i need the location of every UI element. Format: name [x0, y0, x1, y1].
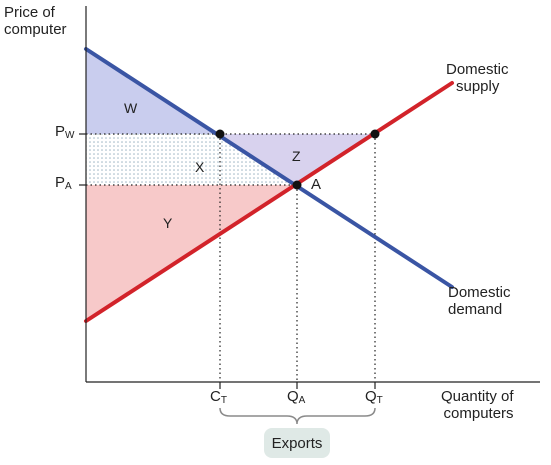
area-z-label: Z — [292, 148, 301, 164]
qa-tick-label: QA — [287, 388, 306, 406]
domestic-demand-label: Domestic demand — [448, 284, 511, 318]
area-x-label: X — [195, 159, 205, 175]
area-y-label: Y — [163, 215, 173, 231]
equilibrium-point — [292, 180, 302, 190]
pa-tick-label: PA — [55, 174, 72, 192]
exports-brace — [219, 407, 376, 425]
area-w-label: W — [124, 100, 138, 116]
pw-tick-label: PW — [55, 123, 75, 141]
demand-at-world-price-point — [215, 129, 225, 139]
domestic-supply-curve — [84, 81, 454, 323]
y-axis-label: Price of computer — [4, 4, 67, 38]
equilibrium-label: A — [311, 176, 322, 193]
domestic-demand-curve — [84, 47, 454, 289]
qt-tick-label: QT — [365, 388, 383, 406]
exports-label: Exports — [264, 428, 330, 458]
supply-at-world-price-point — [370, 129, 380, 139]
domestic-supply-label: Domestic supply — [446, 61, 509, 95]
area-x — [86, 134, 297, 185]
ct-tick-label: CT — [210, 388, 227, 406]
x-axis-label: Quantity of computers — [441, 388, 514, 422]
area-z — [220, 134, 375, 185]
